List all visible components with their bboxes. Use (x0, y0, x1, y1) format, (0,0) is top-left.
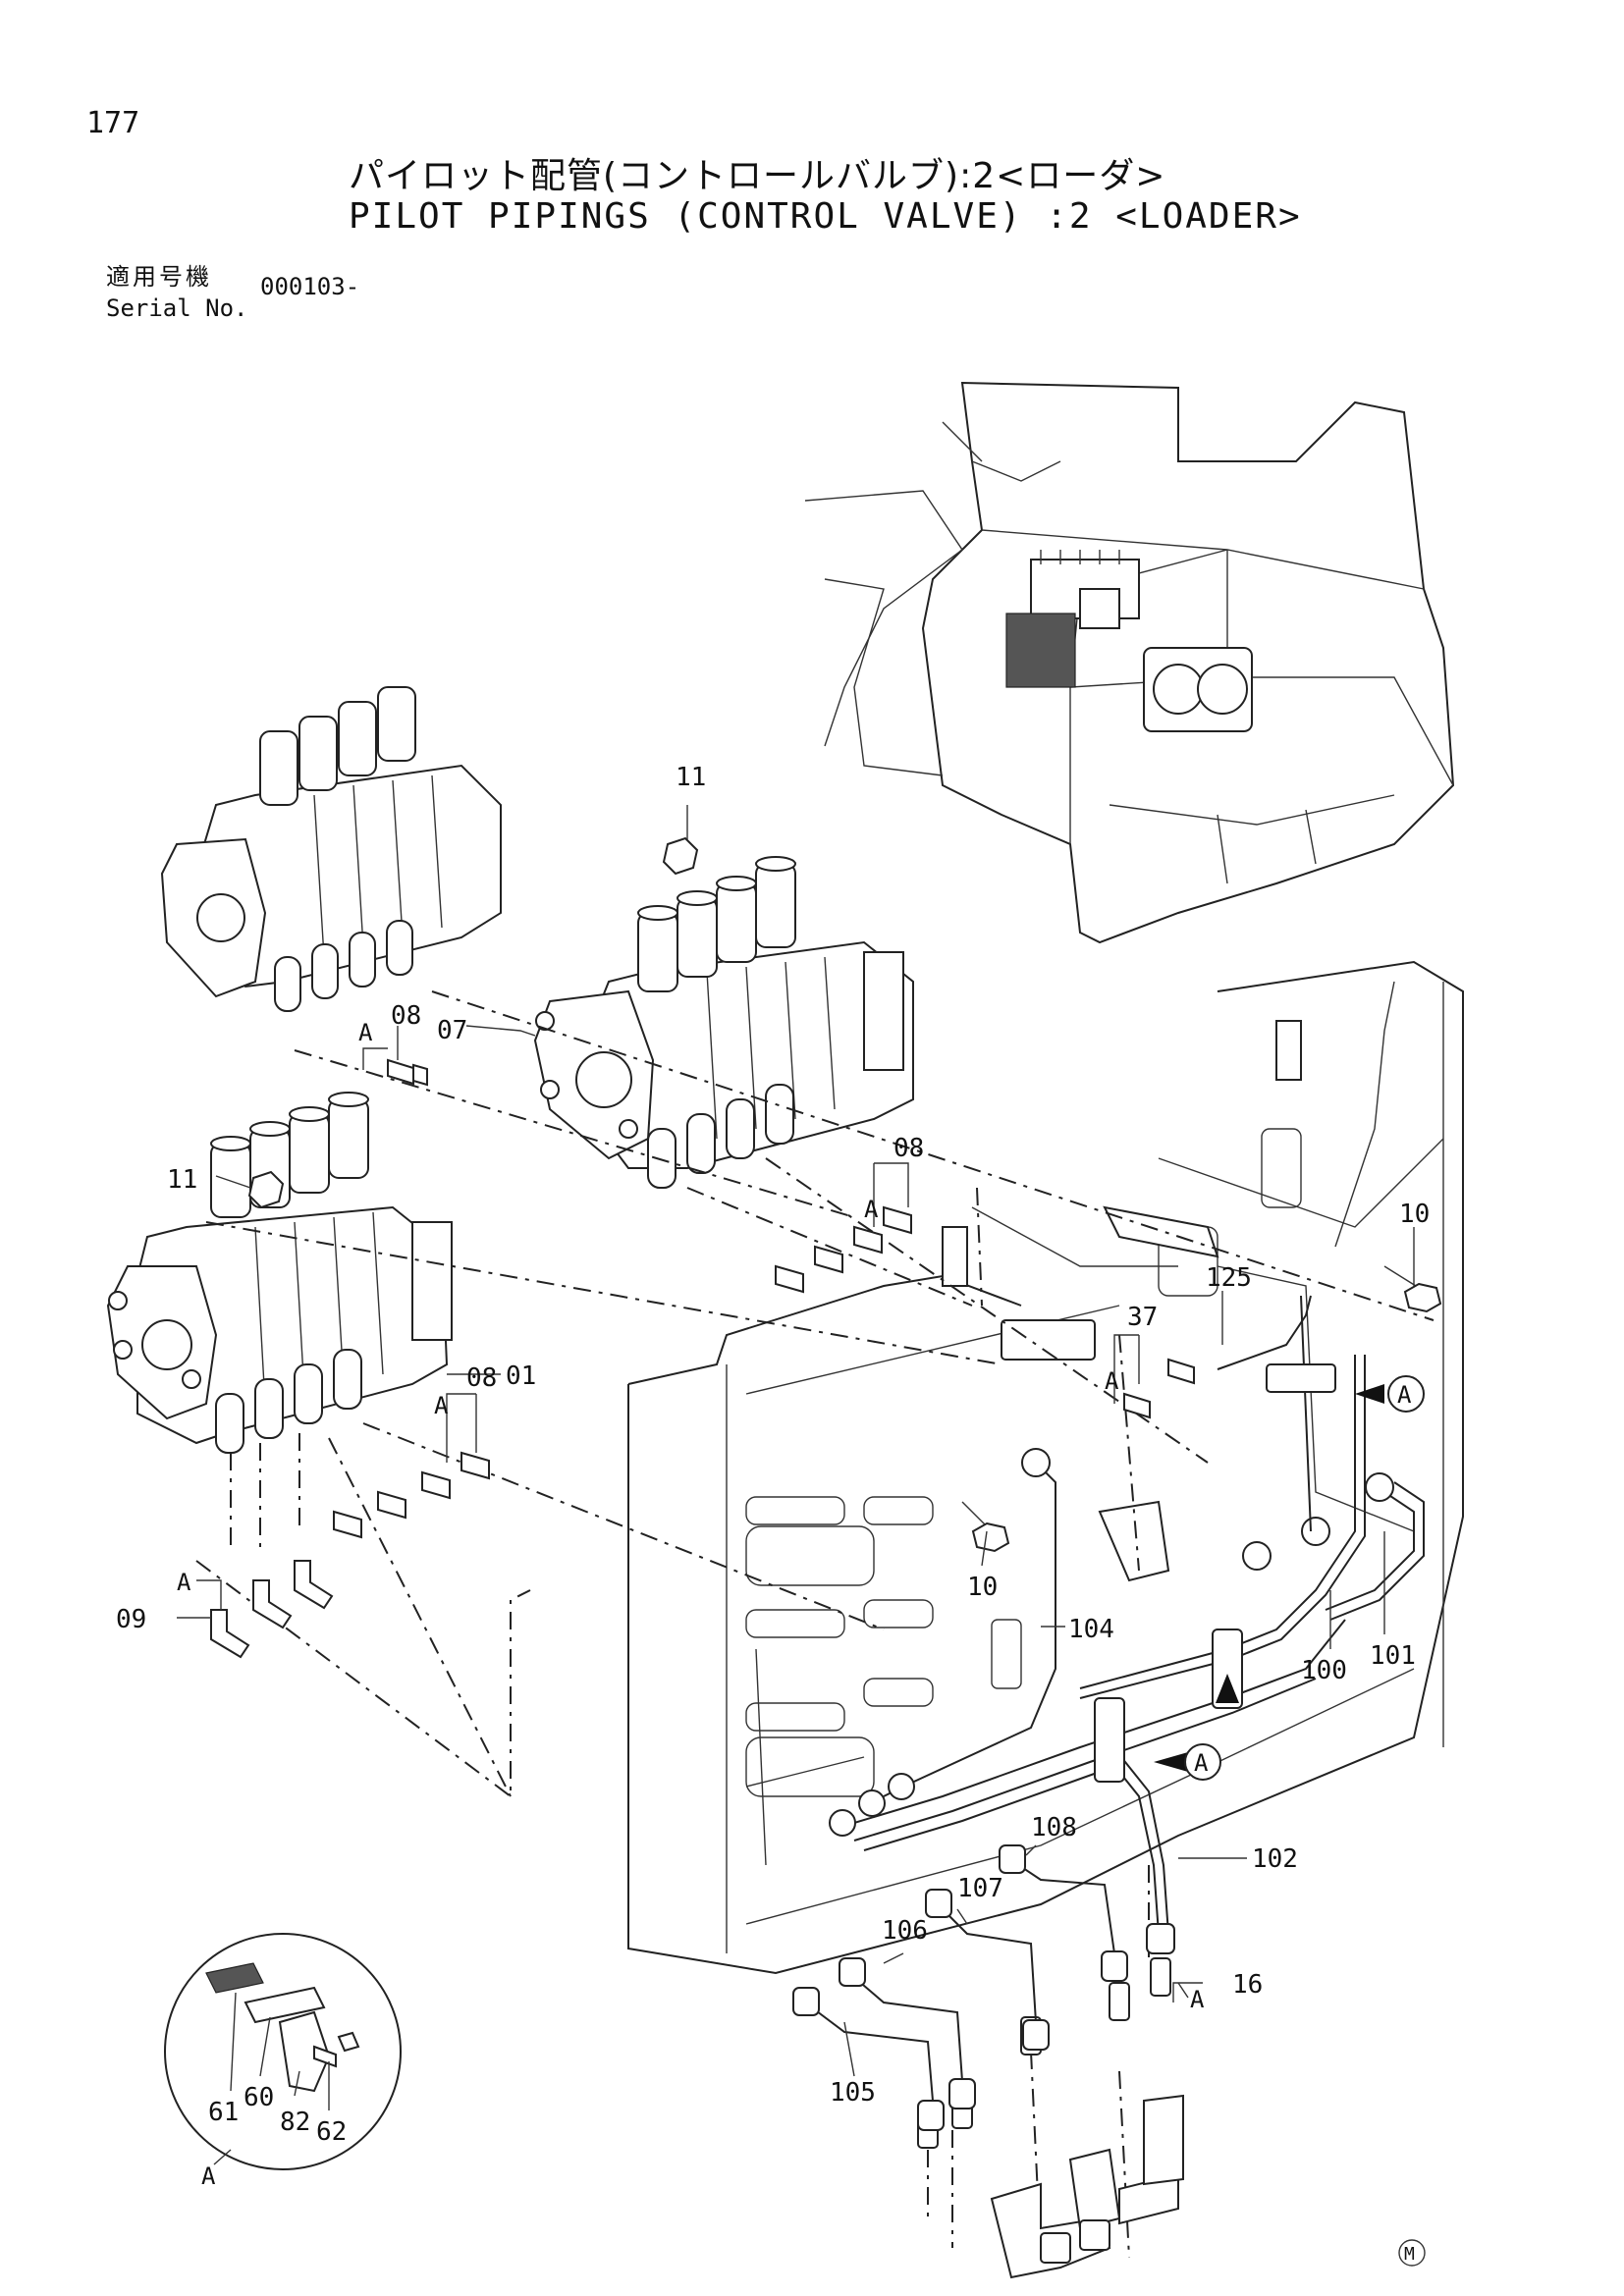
lower-brackets (990, 2094, 1184, 2279)
valve-01-ports (215, 1349, 362, 1454)
ref-a-upper-valve: A (358, 1019, 373, 1046)
fitting-08-middle (775, 1205, 912, 1294)
nut-11-upper (662, 836, 699, 876)
page-title-english: PILOT PIPINGS (CONTROL VALVE) :2 <LOADER… (349, 196, 1302, 237)
pipe-106 (839, 1957, 976, 2109)
callout-08-upper: 08 (391, 1001, 421, 1031)
pipe-107 (925, 1889, 1050, 2051)
ref-a-lower-valve: A (434, 1392, 449, 1419)
callout-09: 09 (116, 1605, 146, 1634)
ref-a-fitting-16: A (1190, 1986, 1205, 2013)
callout-62: 62 (316, 2117, 347, 2147)
fitting-08-lower (333, 1451, 490, 1539)
fitting-09-elbows (210, 1560, 334, 1659)
callout-106: 106 (882, 1916, 928, 1946)
callout-105: 105 (830, 2078, 876, 2108)
ref-a-middle-valve: A (864, 1196, 879, 1223)
callout-08-middle: 08 (893, 1134, 924, 1163)
callout-60: 60 (244, 2083, 274, 2112)
page-title-japanese: パイロット配管(コントロールバルブ):2<ローダ> (349, 156, 1166, 196)
callout-108: 108 (1031, 1813, 1077, 1842)
reference-valve (160, 686, 502, 1012)
valve-07-ports (647, 1084, 794, 1189)
callout-10-lower: 10 (967, 1573, 998, 1602)
pipe-bundle (829, 1517, 1346, 1851)
bracket-plates (942, 1020, 1302, 1582)
relay-block (1005, 550, 1140, 688)
control-valve-01 (106, 1205, 453, 1445)
callout-100: 100 (1301, 1656, 1347, 1685)
frame-slots (745, 1128, 1302, 1797)
callout-101: 101 (1370, 1641, 1416, 1671)
callout-104: 104 (1068, 1615, 1114, 1644)
callout-82: 82 (280, 2108, 310, 2137)
bolt-10-right (1383, 1265, 1442, 1313)
callout-07: 07 (437, 1016, 467, 1045)
bolt-10-lower (961, 1501, 1010, 1553)
serial-number-value: 000103- (260, 273, 360, 300)
callout-08-lower: 08 (466, 1363, 497, 1393)
machine-body-outline (804, 381, 1455, 944)
round-connector (1143, 647, 1253, 732)
page-number: 177 (86, 106, 140, 140)
reference-letters: A A A A A A A A A (177, 1019, 1412, 2190)
ref-a-fitting-37: A (1105, 1367, 1119, 1395)
pipe-108 (999, 1844, 1128, 1982)
callout-125: 125 (1206, 1263, 1252, 1293)
callout-37: 37 (1127, 1303, 1158, 1332)
view-arrow-a-lower (1154, 1743, 1221, 1781)
callout-11-upper: 11 (676, 763, 706, 792)
fitting-37 (1123, 1358, 1195, 1419)
valve-07-caps (637, 856, 796, 992)
callout-61: 61 (208, 2098, 239, 2127)
fitting-16 (917, 1957, 1171, 2149)
callout-11-left: 11 (167, 1165, 197, 1195)
callout-01: 01 (506, 1362, 536, 1391)
pipe-125 (1217, 1295, 1336, 1532)
view-arrow-a-centre (1216, 1674, 1239, 1703)
ref-a-detail-circle: A (201, 2163, 216, 2190)
centre-lines (195, 990, 1435, 2259)
pipe-104 (883, 1448, 1056, 1797)
callout-10-right: 10 (1399, 1200, 1430, 1229)
fitting-08-upper (387, 1058, 428, 1087)
pipe-101 (1325, 1472, 1425, 1621)
valve-01-caps (210, 1092, 369, 1218)
view-arrow-a-right (1355, 1375, 1425, 1413)
leader-lines (177, 805, 1415, 2165)
detail-view-a (164, 1933, 402, 2170)
manufacturer-mark: M (1398, 2239, 1426, 2267)
pipe-105 (792, 1987, 945, 2131)
pipe-100 (1079, 1355, 1366, 1699)
ref-a-arrow-lower: A (1194, 1749, 1209, 1777)
control-valve-07 (533, 940, 914, 1169)
callout-labels: 11 11 07 08 08 08 01 09 10 10 37 125 104… (116, 763, 1430, 2147)
nut-11-left (247, 1170, 285, 1209)
serial-label-english: Serial No. (106, 294, 248, 322)
ref-a-arrow-right: A (1397, 1381, 1412, 1409)
ref-a-fitting-09: A (177, 1569, 191, 1596)
callout-102: 102 (1252, 1844, 1298, 1874)
manufacturer-mark-letter: M (1404, 2244, 1415, 2265)
callout-16: 16 (1232, 1970, 1263, 2000)
main-frame (627, 960, 1464, 1975)
serial-label-japanese: 適用号機 (106, 263, 212, 291)
pipe-clamps (1094, 1629, 1243, 1783)
callout-107: 107 (957, 1874, 1003, 1903)
